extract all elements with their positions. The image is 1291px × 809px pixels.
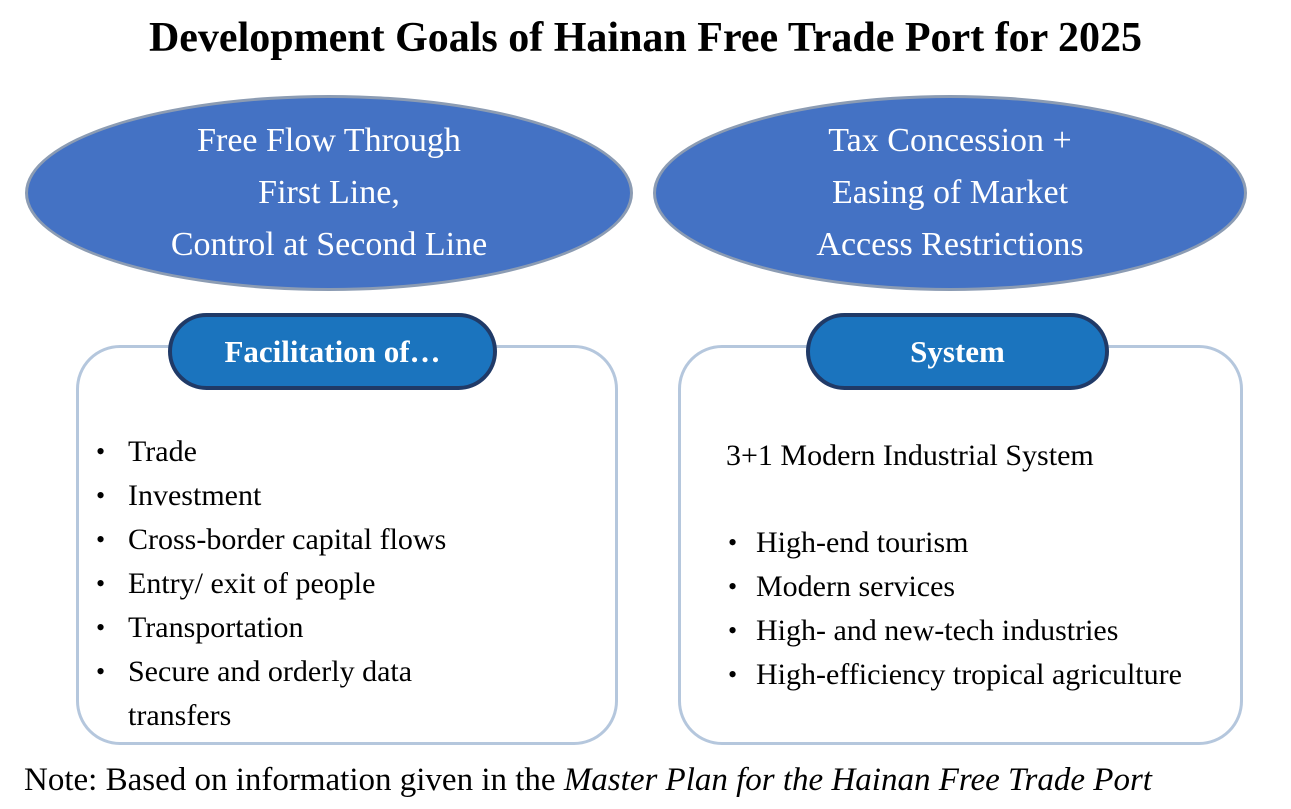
list-item: Trade: [96, 430, 575, 474]
right-goal-line: Access Restrictions: [816, 226, 1084, 263]
right-goal-ellipse: Tax Concession + Easing of Market Access…: [653, 95, 1247, 291]
left-goal-line: First Line,: [258, 174, 400, 211]
system-panel-content: 3+1 Modern Industrial System High-end to…: [681, 348, 1240, 697]
facilitation-panel: Trade Investment Cross-border capital fl…: [76, 345, 618, 745]
facilitation-list: Trade Investment Cross-border capital fl…: [79, 348, 615, 738]
list-item: Cross-border capital flows: [96, 518, 575, 562]
list-item: Entry/ exit of people: [96, 562, 575, 606]
left-goal-line: Control at Second Line: [170, 226, 488, 263]
system-heading: 3+1 Modern Industrial System: [726, 439, 1094, 472]
right-goal-line: Tax Concession +: [828, 122, 1072, 159]
source-note: Note: Based on information given in the …: [24, 758, 1152, 802]
page-title: Development Goals of Hainan Free Trade P…: [148, 15, 1143, 61]
system-pill-label: System: [910, 333, 1005, 369]
list-item: High- and new-tech industries: [728, 609, 1212, 653]
list-item: High-efficiency tropical agriculture: [728, 653, 1212, 697]
facilitation-pill-header: Facilitation of…: [168, 313, 497, 390]
list-item: Secure and orderly data transfers: [96, 650, 575, 738]
system-list: High-end tourism Modern services High- a…: [728, 521, 1212, 697]
source-note-title: Master Plan for the Hainan Free Trade Po…: [563, 762, 1152, 798]
left-goal-line: Free Flow Through: [197, 122, 461, 159]
list-item: Modern services: [728, 565, 1212, 609]
facilitation-pill-label: Facilitation of…: [224, 333, 441, 369]
right-goal-line: Easing of Market: [831, 174, 1069, 211]
list-item: Transportation: [96, 606, 575, 650]
system-panel: 3+1 Modern Industrial System High-end to…: [678, 345, 1243, 745]
list-item: High-end tourism: [728, 521, 1212, 565]
list-item: Investment: [96, 474, 575, 518]
left-goal-ellipse: Free Flow Through First Line, Control at…: [25, 95, 633, 291]
system-pill-header: System: [806, 313, 1109, 390]
source-note-prefix: Note: Based on information given in the: [24, 762, 564, 798]
